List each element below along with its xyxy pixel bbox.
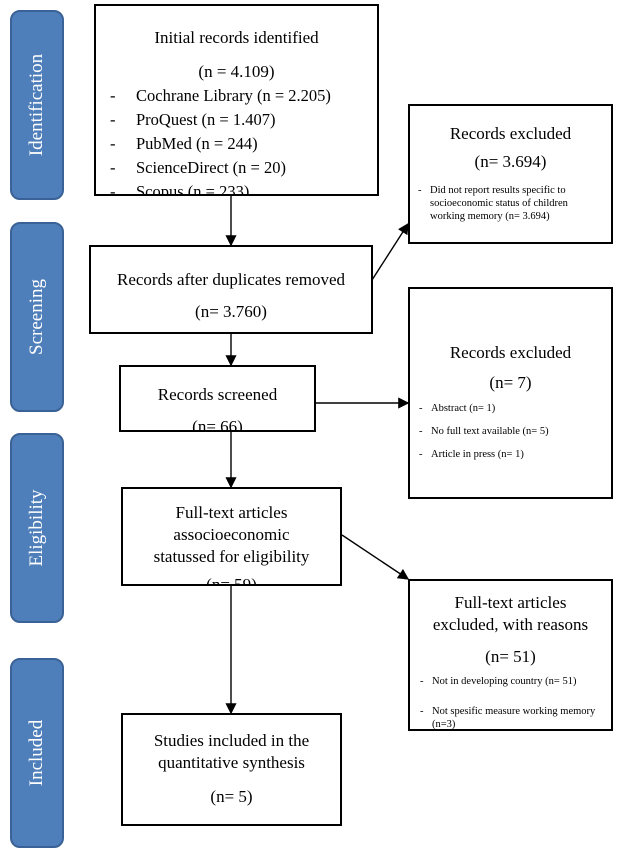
initial-records-box: Initial records identified (n = 4.109) -… — [94, 4, 379, 196]
included-line: Studies included in the — [153, 731, 310, 750]
fulltext-excluded-line: Full-text articles — [454, 593, 567, 612]
records-excluded-count: (n= 3.694) — [474, 152, 547, 171]
records-excluded-title: Records excluded — [449, 124, 572, 143]
fulltext-line: associoeconomic — [173, 525, 290, 544]
stage-identification: Identification — [10, 10, 64, 200]
records-excluded-box-2: Records excluded (n= 7) - Abstract (n= 1… — [408, 287, 613, 499]
source-bullet: - — [110, 134, 116, 153]
fulltext-line: statussed for eligibility — [153, 547, 310, 566]
source-item: Cochrane Library (n = 2.205) — [136, 86, 331, 105]
screened-title: Records screened — [157, 385, 278, 404]
fulltext-excluded-count: (n= 51) — [485, 647, 536, 666]
exclusion-reason: - No full text available (n= 5) — [419, 425, 549, 438]
arrow-duplicates-to-excluded-1 — [371, 222, 409, 281]
source-bullet: - — [110, 158, 116, 177]
exclusion-reason: - Did not report results specific to soc… — [418, 184, 600, 223]
source-item: ProQuest (n = 1.407) — [136, 110, 276, 129]
reason-bullet: - — [419, 403, 423, 414]
exclusion-reason: - Not in developing country (n= 51) — [420, 675, 582, 688]
stage-eligibility: Eligibility — [10, 433, 64, 623]
studies-included-box: Studies included in the quantitative syn… — [121, 713, 342, 826]
initial-records-title: Initial records identified — [154, 28, 319, 47]
stage-screening: Screening — [10, 222, 64, 412]
records-excluded-count: (n= 7) — [489, 373, 532, 392]
fulltext-eligibility-box: Full-text articles associoeconomic statu… — [121, 487, 342, 586]
records-excluded-title: Records excluded — [449, 343, 572, 362]
stage-label: Screening — [26, 279, 47, 355]
source-bullet: - — [110, 182, 116, 196]
fulltext-excluded-box: Full-text articles excluded, with reason… — [408, 579, 613, 731]
source-bullet: - — [110, 86, 116, 105]
stage-included: Included — [10, 658, 64, 848]
prisma-flow-diagram: Identification Screening Eligibility Inc… — [10, 4, 614, 848]
exclusion-reason: - Abstract (n= 1) — [419, 402, 496, 415]
stage-label: Eligibility — [26, 489, 47, 567]
screened-count: (n= 66) — [192, 417, 243, 432]
connector-arrows — [225, 196, 410, 715]
duplicates-count: (n= 3.760) — [195, 302, 267, 321]
reason-text: Did not report results specific to socio… — [430, 185, 568, 222]
reason-text: Not spesific measure working memory (n=3… — [432, 706, 596, 730]
records-screened-box: Records screened (n= 66) — [119, 365, 316, 432]
reason-text: Not in developing country (n= 51) — [432, 676, 577, 687]
included-count: (n= 5) — [210, 787, 253, 806]
source-item: ScienceDirect (n = 20) — [136, 158, 286, 177]
duplicates-removed-box: Records after duplicates removed (n= 3.7… — [89, 245, 373, 334]
exclusion-reason: - Article in press (n= 1) — [419, 448, 524, 461]
fulltext-line: Full-text articles — [175, 503, 288, 522]
reason-bullet: - — [420, 676, 424, 687]
source-item: Scopus (n = 233) — [136, 182, 250, 196]
reason-bullet: - — [418, 185, 422, 196]
stage-label: Identification — [26, 53, 47, 157]
duplicates-title: Records after duplicates removed — [117, 270, 345, 289]
arrow-fulltext-to-excluded-3 — [341, 534, 410, 580]
included-line: quantitative synthesis — [158, 753, 305, 772]
fulltext-count: (n= 59) — [206, 575, 257, 586]
reason-text: Abstract (n= 1) — [431, 403, 496, 414]
reason-bullet: - — [419, 426, 423, 437]
initial-records-count: (n = 4.109) — [198, 62, 275, 81]
stage-label: Included — [26, 719, 47, 787]
records-excluded-box-1: Records excluded (n= 3.694) - Did not re… — [408, 104, 613, 244]
reason-bullet: - — [420, 706, 424, 717]
exclusion-reason: - Not spesific measure working memory (n… — [420, 705, 607, 730]
reason-text: No full text available (n= 5) — [431, 426, 549, 437]
reason-bullet: - — [419, 449, 423, 460]
source-item: PubMed (n = 244) — [136, 134, 258, 153]
source-bullet: - — [110, 110, 116, 129]
fulltext-excluded-line: excluded, with reasons — [432, 615, 589, 634]
reason-text: Article in press (n= 1) — [431, 449, 524, 460]
